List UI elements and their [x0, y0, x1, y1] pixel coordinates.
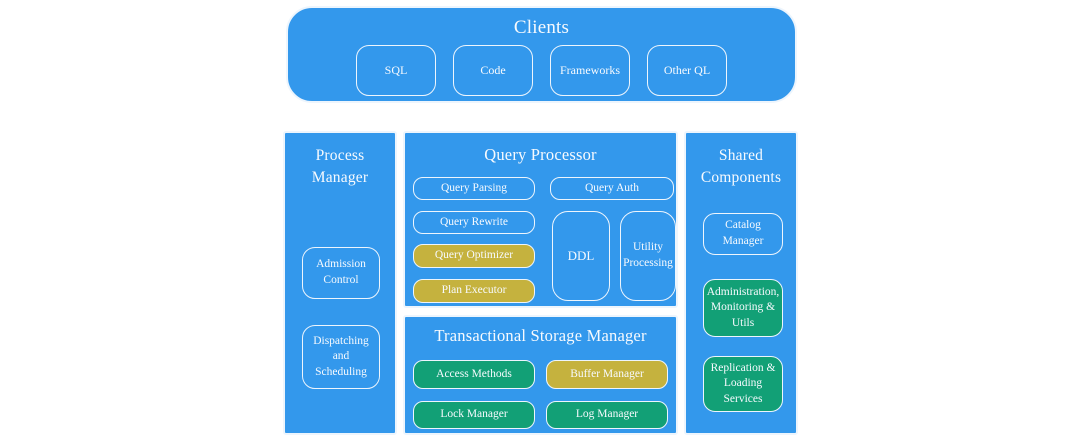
process-manager-panel: Process Manager Admission Control Dispat…	[283, 131, 397, 435]
node-replication-loading-services-label: Replication & Loading Services	[710, 361, 776, 405]
shared-components-title: Shared Components	[700, 147, 782, 187]
node-code-label: Code	[480, 63, 506, 77]
node-buffer-manager: Buffer Manager	[546, 360, 668, 389]
node-query-auth-label: Query Auth	[585, 181, 639, 194]
node-administration-monitoring-utils: Administration, Monitoring & Utils	[703, 279, 783, 337]
node-dispatching-scheduling: Dispatching and Scheduling	[302, 325, 380, 389]
node-plan-executor: Plan Executor	[413, 279, 535, 303]
process-manager-title: Process Manager	[311, 147, 369, 187]
node-ddl-label: DDL	[567, 248, 595, 264]
node-other-ql-label: Other QL	[663, 63, 711, 77]
node-catalog-manager-label: Catalog Manager	[722, 219, 764, 247]
node-log-manager-label: Log Manager	[575, 408, 639, 421]
node-lock-manager-label: Lock Manager	[440, 408, 508, 421]
node-sql: SQL	[356, 45, 436, 96]
node-query-auth: Query Auth	[550, 177, 674, 200]
clients-title: Clients	[513, 17, 570, 38]
node-lock-manager: Lock Manager	[413, 401, 535, 429]
clients-panel: Clients SQL Code Frameworks Other QL	[286, 6, 797, 103]
node-query-parsing-label: Query Parsing	[440, 181, 508, 194]
node-admission-control-label: Admission Control	[316, 258, 366, 286]
node-access-methods: Access Methods	[413, 360, 535, 389]
node-dispatching-scheduling-label: Dispatching and Scheduling	[313, 334, 369, 378]
node-query-optimizer-label: Query Optimizer	[434, 249, 514, 262]
node-query-optimizer: Query Optimizer	[413, 244, 535, 268]
node-code: Code	[453, 45, 533, 96]
node-administration-monitoring-utils-label: Administration, Monitoring & Utils	[706, 285, 780, 329]
storage-manager-title: Transactional Storage Manager	[434, 326, 647, 345]
node-catalog-manager: Catalog Manager	[703, 213, 783, 255]
query-processor-title: Query Processor	[484, 145, 597, 164]
storage-manager-panel: Transactional Storage Manager Access Met…	[403, 315, 678, 435]
node-utility-processing-label: Utility Processing	[623, 241, 673, 269]
node-log-manager: Log Manager	[546, 401, 668, 429]
node-other-ql: Other QL	[647, 45, 727, 96]
node-admission-control: Admission Control	[302, 247, 380, 299]
node-utility-processing: Utility Processing	[620, 211, 676, 301]
node-frameworks: Frameworks	[550, 45, 630, 96]
node-replication-loading-services: Replication & Loading Services	[703, 356, 783, 412]
shared-components-panel: Shared Components Catalog Manager Admini…	[684, 131, 798, 435]
clients-row: SQL Code Frameworks Other QL	[288, 45, 795, 96]
node-buffer-manager-label: Buffer Manager	[570, 367, 644, 380]
node-access-methods-label: Access Methods	[436, 367, 512, 380]
node-plan-executor-label: Plan Executor	[441, 284, 507, 297]
node-query-parsing: Query Parsing	[413, 177, 535, 200]
node-sql-label: SQL	[384, 63, 408, 77]
node-query-rewrite-label: Query Rewrite	[439, 215, 509, 228]
query-processor-panel: Query Processor Query Parsing Query Auth…	[403, 131, 678, 308]
node-frameworks-label: Frameworks	[560, 63, 620, 77]
node-query-rewrite: Query Rewrite	[413, 211, 535, 234]
node-ddl: DDL	[552, 211, 610, 301]
